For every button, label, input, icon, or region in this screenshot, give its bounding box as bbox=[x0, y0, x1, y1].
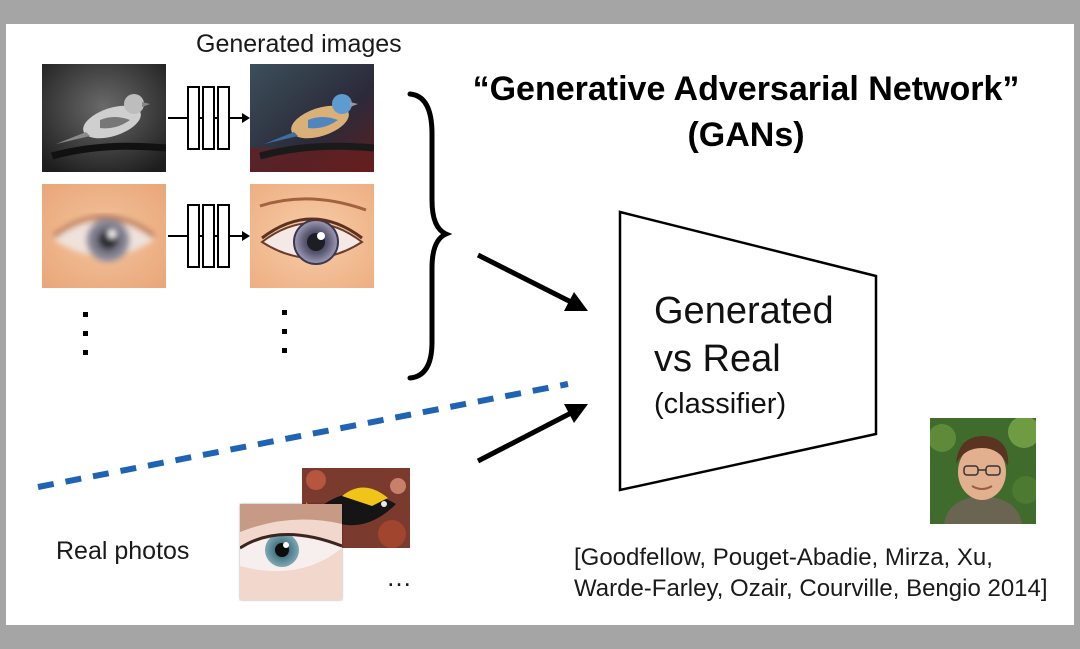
classifier-trapezoid bbox=[618, 210, 878, 492]
real-eye-photo bbox=[240, 504, 342, 600]
diagram-layer bbox=[37, 86, 878, 492]
generator-network-icon-bottom bbox=[168, 204, 250, 268]
generated-images-label: Generated images bbox=[196, 30, 402, 58]
more-photos-ellipsis: … bbox=[386, 562, 412, 592]
classifier-label-line-2: vs Real bbox=[654, 338, 781, 380]
slide: Generated images “Generative Adversarial… bbox=[6, 24, 1074, 625]
arrow-generated-to-classifier bbox=[476, 252, 588, 311]
citation-line-1: [Goodfellow, Pouget-Abadie, Mirza, Xu, bbox=[574, 544, 993, 571]
vertical-ellipsis-icon-left bbox=[83, 312, 88, 355]
classifier-label-line-1: Generated bbox=[654, 290, 834, 332]
arrow-real-to-classifier bbox=[476, 404, 588, 464]
vertical-ellipsis-icon-right bbox=[282, 310, 287, 353]
title-line-2: (GANs) bbox=[687, 116, 805, 154]
dashed-separator-line bbox=[37, 381, 569, 490]
classifier-label-line-3: (classifier) bbox=[654, 388, 787, 420]
title-line-1: “Generative Adversarial Network” bbox=[472, 70, 1020, 108]
eye-sharp-photo bbox=[250, 184, 374, 288]
eye-blurry-photo bbox=[42, 184, 166, 288]
generator-network-icon-top bbox=[168, 86, 250, 150]
author-portrait-photo bbox=[930, 418, 1036, 524]
real-photos-label: Real photos bbox=[56, 537, 190, 565]
curly-brace bbox=[407, 91, 453, 381]
citation-line-2: Warde-Farley, Ozair, Courville, Bengio 2… bbox=[574, 575, 1048, 602]
bird-grayscale-photo bbox=[42, 64, 166, 172]
bird-colorized-photo bbox=[250, 64, 374, 172]
